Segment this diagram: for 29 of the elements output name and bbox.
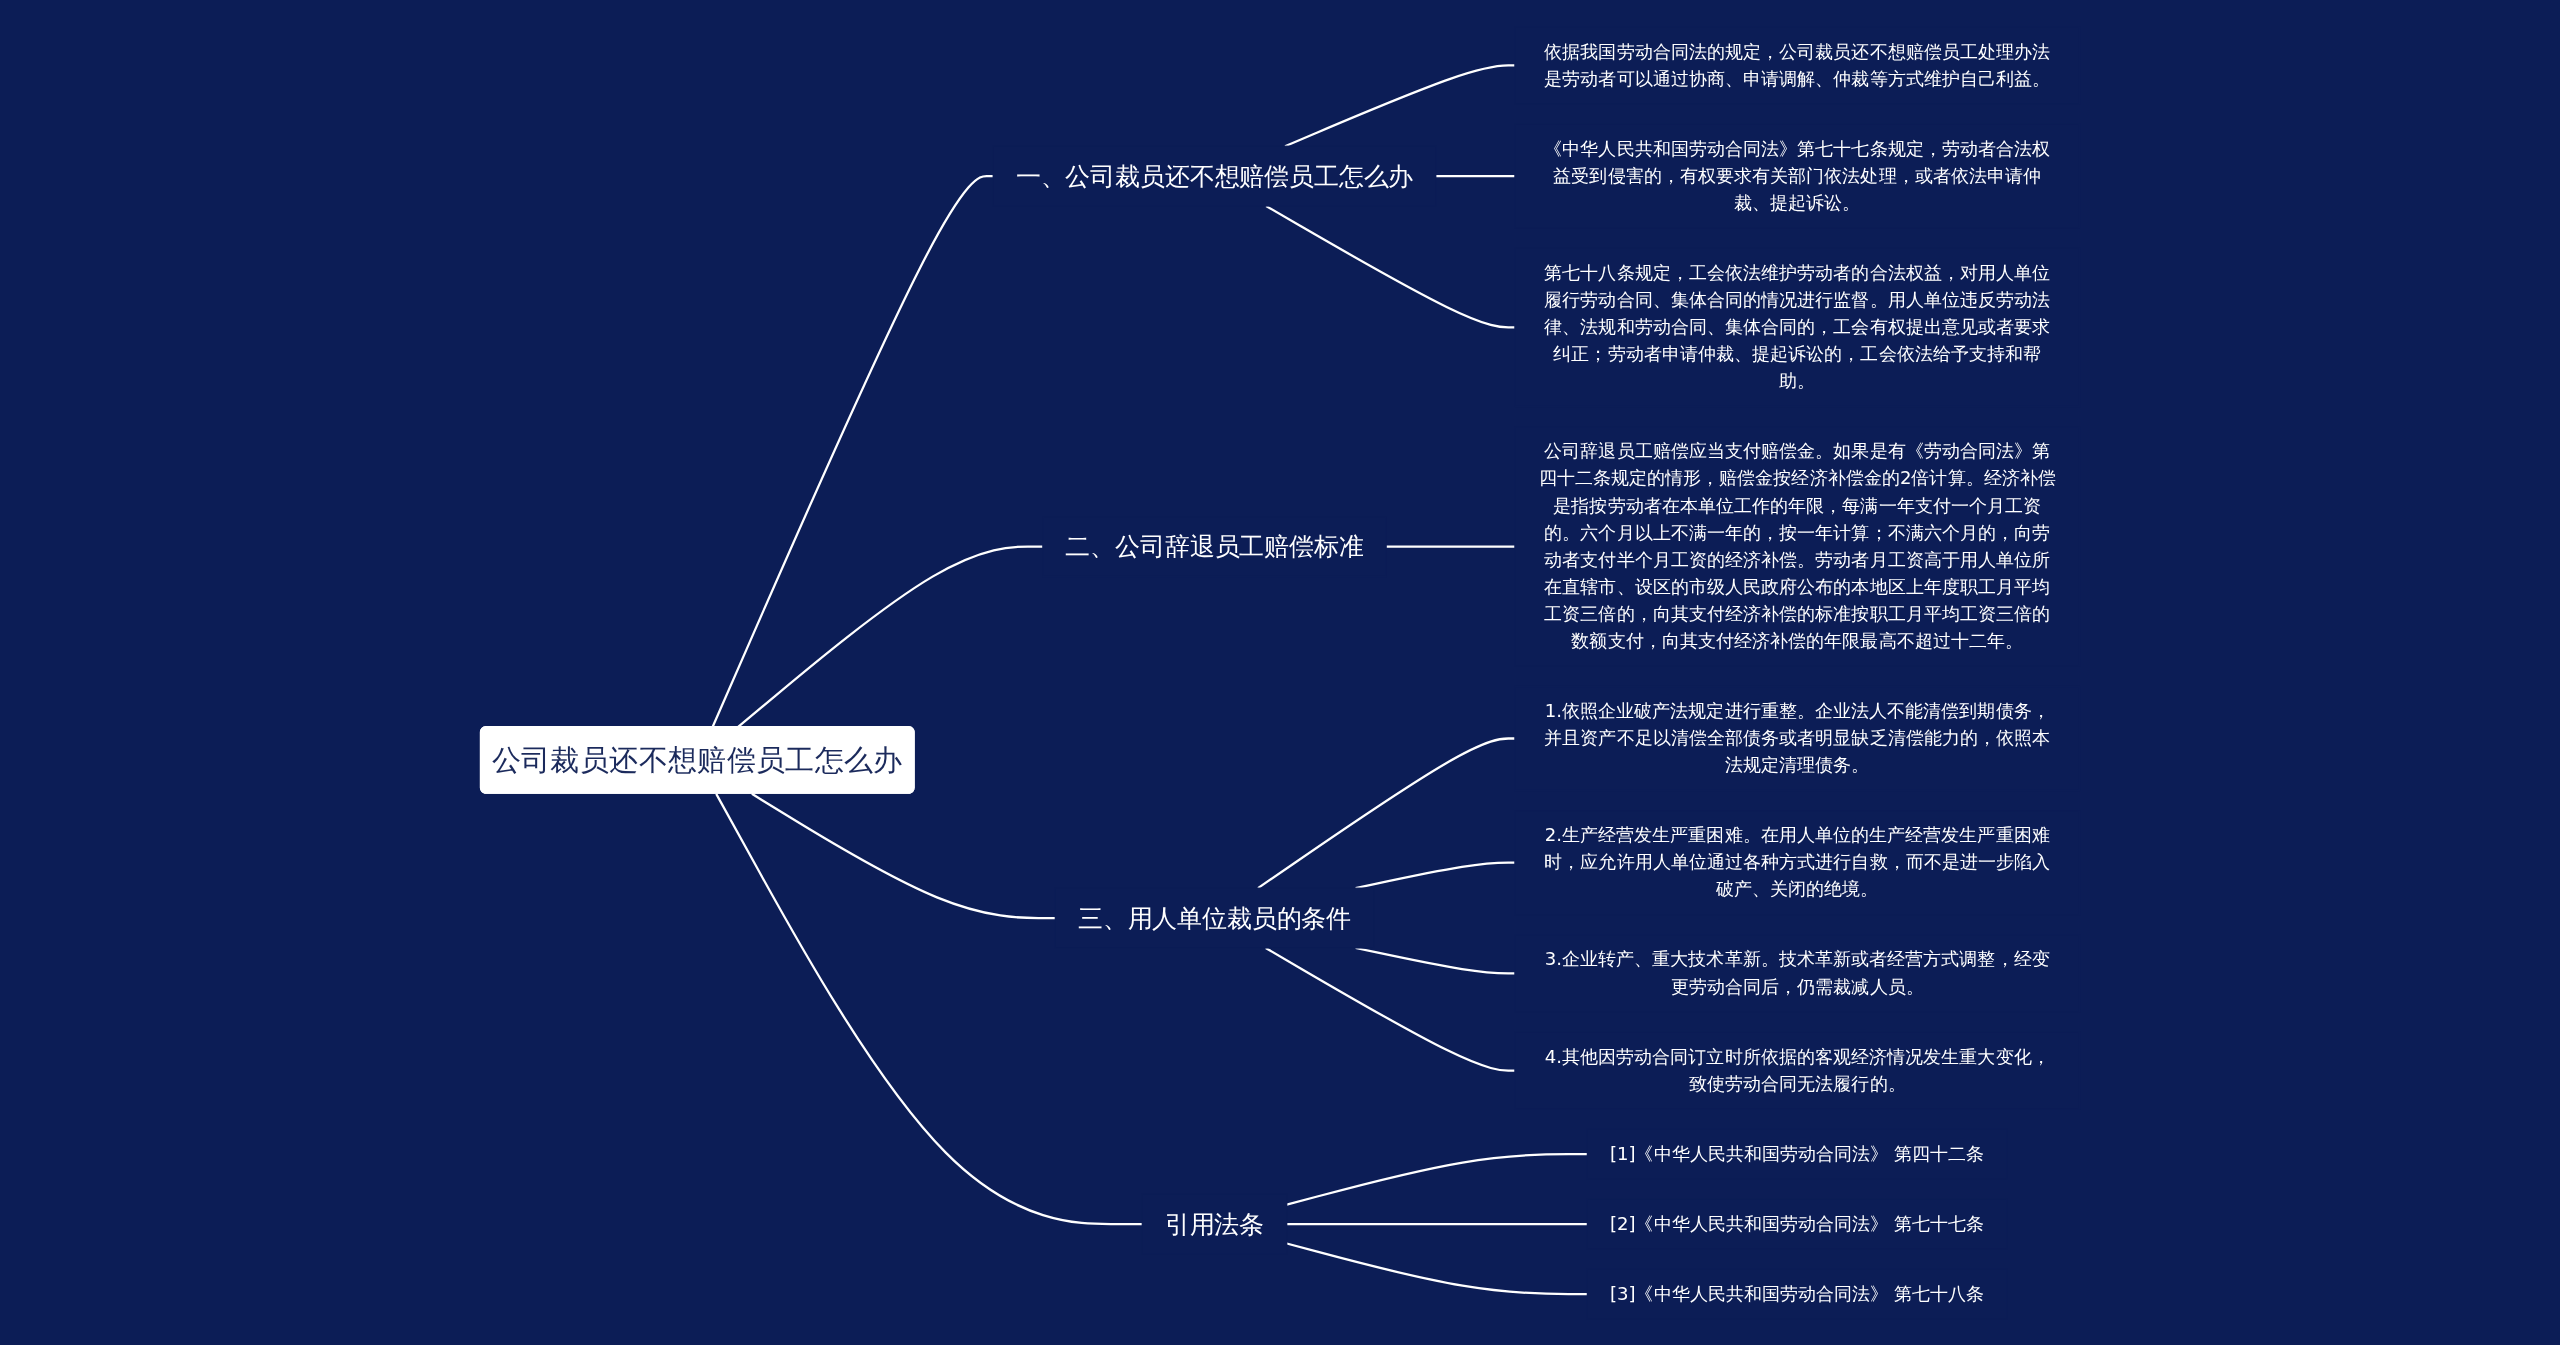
node-text: 《中华人民共和国劳动合同法》第七十七条规定，劳动者合法权益受到侵害的，有权要求有关部门依法处理，或者依法申请仲裁、提起诉讼。 — [1544, 137, 2051, 213]
connector — [751, 792, 1056, 919]
node-text: 二、公司辞退员工赔偿标准 — [1065, 531, 1364, 561]
node-text: 公司辞退员工赔偿应当支付赔偿金。如果是有《劳动合同法》第四十二条规定的情形，赔偿金按经济补偿金的2倍计算。经济补偿是指按劳动者在本单位工作的年限，每满一年支付一个月工资的。六个月以上不满一年的，按一年计算；不满六个月的，向劳动者支付半个月工资的经济补偿。劳动者月工资高于用人单位所在直辖市、设区的市级人民政府公布的本地区上年度职工月平均工资三倍的，向其支付经济补偿的标准按职工月平均工资三倍的数额支付，向其支付经济补偿的年限最高不超过十二年。 — [1538, 439, 2056, 652]
node-text: [2]《中华人民共和国劳动合同法》 第七十七条 — [1609, 1212, 1985, 1234]
node-text: 4.其他因劳动合同订立时所依据的客观经济情况发生重大变化，致使劳动合同无法履行的。 — [1544, 1045, 2050, 1094]
node-text: 1.依照企业破产法规定进行重整。企业法人不能清偿到期债务，并且资产不足以清偿全部债务或者明显缺乏清偿能力的，依照本法规定清理债务。 — [1544, 699, 2051, 776]
node-text: 第七十八条规定，工会依法维护劳动者的合法权益，对用人单位履行劳动合同、集体合同的情况进行监督。用人单位违反劳动法律、法规和劳动合同、集体合同的，工会有权提出意见或者要求纠正；劳动者申请仲裁、提起诉讼的，工会依法给予支持和帮助。 — [1544, 261, 2051, 392]
connector — [1386, 544, 1515, 548]
connector — [1435, 174, 1515, 177]
node-text: [1]《中华人民共和国劳动合同法》 第四十二条 — [1609, 1142, 1985, 1164]
node-text: 3.企业转产、重大技术革新。技术革新或者经营方式调整，经变更劳动合同后，仍需裁减人员。 — [1544, 948, 2050, 997]
connector — [1257, 736, 1515, 889]
node-text: 一、公司裁员还不想赔偿员工怎么办 — [1015, 161, 1414, 190]
node-text: [3]《中华人民共和国劳动合同法》 第七十八条 — [1609, 1282, 1985, 1304]
connector — [711, 174, 994, 728]
connector — [715, 792, 1143, 1225]
connector — [1355, 946, 1515, 975]
connector — [1286, 1152, 1588, 1206]
node-text: 2.生产经营发生严重困难。在用人单位的生产经营发生严重困难时，应允许用人单位通过各种方式进行自救，而不是进一步陷入破产、关闭的绝境。 — [1544, 823, 2051, 900]
node-text: 依据我国劳动合同法的规定，公司裁员还不想赔偿员工处理办法是劳动者可以通过协商、申请调解、仲裁等方式维护自己利益。 — [1544, 40, 2051, 89]
connector — [737, 544, 1043, 728]
connector — [1265, 204, 1515, 329]
connector — [1286, 1241, 1588, 1295]
node-text: 三、用人单位裁员的条件 — [1077, 903, 1352, 932]
connector — [1284, 63, 1515, 147]
connector — [1265, 946, 1515, 1072]
connector — [1286, 1222, 1588, 1225]
node-text: 引用法条 — [1164, 1209, 1265, 1238]
